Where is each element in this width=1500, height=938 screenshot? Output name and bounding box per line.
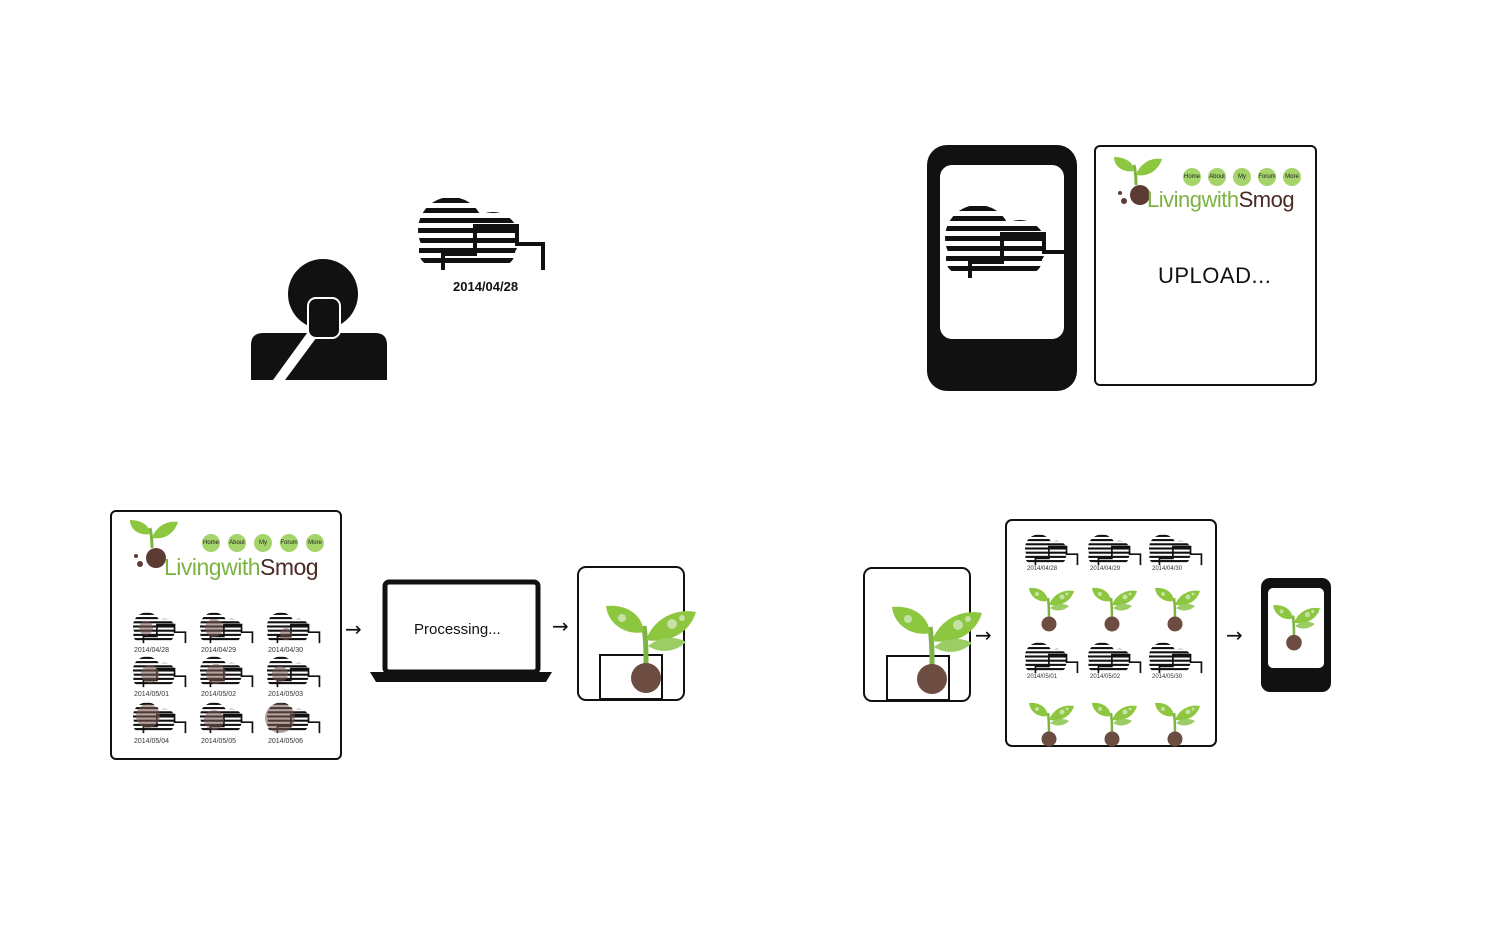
gallery-date: 2014/05/05 xyxy=(201,738,237,745)
gallery-webpage-panel: Home About My Forum More LivingwithSmog … xyxy=(110,510,342,760)
small-phone-icon xyxy=(1261,578,1331,692)
person-photographer-icon xyxy=(251,259,387,380)
grid-date: 2014/04/29 xyxy=(1090,566,1121,572)
site-nav: Home About My Forum More xyxy=(202,534,324,552)
result-card xyxy=(577,566,685,701)
nav-forum[interactable]: Forum xyxy=(280,534,298,552)
smog-photo-icon xyxy=(411,198,543,270)
gallery-date: 2014/05/06 xyxy=(268,738,304,745)
nav-home[interactable]: Home xyxy=(1183,168,1201,186)
flow-arrow: → xyxy=(345,617,362,641)
grid-date: 2014/05/30 xyxy=(1152,674,1183,680)
upload-webpage-panel: Home About My Forum More LivingwithSmog … xyxy=(1094,145,1317,386)
gallery-thumbnails xyxy=(110,510,342,760)
nav-more[interactable]: More xyxy=(1283,168,1301,186)
gallery-date: 2014/04/30 xyxy=(268,647,304,654)
grid-date: 2014/05/02 xyxy=(1090,674,1121,680)
nav-more[interactable]: More xyxy=(306,534,324,552)
gallery-date: 2014/05/02 xyxy=(201,691,237,698)
gallery-date: 2014/04/28 xyxy=(134,647,170,654)
flow-arrow: → xyxy=(975,623,992,647)
grid-date: 2014/04/30 xyxy=(1152,566,1183,572)
gallery-date: 2014/05/04 xyxy=(134,738,170,745)
processing-status-text: Processing... xyxy=(414,621,501,638)
gallery-date: 2014/05/01 xyxy=(134,691,170,698)
laptop-device-icon xyxy=(370,579,552,682)
nav-about[interactable]: About xyxy=(228,534,246,552)
nav-forum[interactable]: Forum xyxy=(1258,168,1276,186)
grid-date: 2014/04/28 xyxy=(1027,566,1058,572)
photo-date-label: 2014/04/28 xyxy=(453,279,519,294)
flow-arrow: → xyxy=(1226,623,1243,647)
brand-wordmark: LivingwithSmog xyxy=(1147,187,1295,212)
flow-arrow: → xyxy=(552,614,569,638)
brand-wordmark: LivingwithSmog xyxy=(164,554,319,580)
gallery-date: 2014/04/29 xyxy=(201,647,237,654)
nav-my[interactable]: My xyxy=(1233,168,1251,186)
nav-home[interactable]: Home xyxy=(202,534,220,552)
gallery-smog-icon xyxy=(264,613,319,643)
upload-status-text: UPLOAD... xyxy=(1158,263,1272,288)
nav-about[interactable]: About xyxy=(1208,168,1226,186)
gallery-date: 2014/05/03 xyxy=(268,691,304,698)
grid-date: 2014/05/01 xyxy=(1027,674,1058,680)
gallery-smog-icon xyxy=(130,613,185,643)
site-nav: Home About My Forum More xyxy=(1183,168,1301,186)
nav-my[interactable]: My xyxy=(254,534,272,552)
